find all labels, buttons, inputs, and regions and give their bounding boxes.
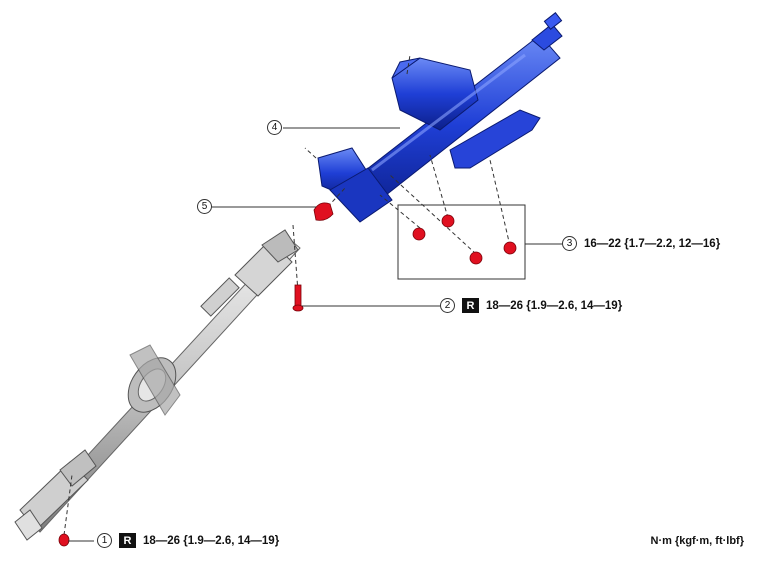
callout-4-number: 4 xyxy=(267,120,282,135)
nut-3b xyxy=(441,214,455,228)
steering-column xyxy=(317,12,563,223)
callout-1-reuse-badge: R xyxy=(119,533,136,548)
callout-2-reuse-badge: R xyxy=(462,298,479,313)
callout-2-number: 2 xyxy=(440,298,455,313)
callout-3: 3 16—22 {1.7—2.2, 12—16} xyxy=(562,236,720,251)
callout-1-number: 1 xyxy=(97,533,112,548)
bolt-1 xyxy=(58,533,70,547)
callout-2: 2 R 18—26 {1.9—2.6, 14—19} xyxy=(440,298,622,313)
callout-3-torque: 16—22 {1.7—2.2, 12—16} xyxy=(584,237,721,250)
callout-1: 1 R 18—26 {1.9—2.6, 14—19} xyxy=(97,533,279,548)
nut-3d xyxy=(503,241,517,255)
torque-units-label: N·m {kgf·m, ft·lbf} xyxy=(650,535,745,547)
callout-1-torque: 18—26 {1.9—2.6, 14—19} xyxy=(143,534,280,547)
intermediate-shaft xyxy=(14,229,301,541)
callout-5-number: 5 xyxy=(197,199,212,214)
callout-4: 4 xyxy=(267,120,282,135)
callout-2-torque: 18—26 {1.9—2.6, 14—19} xyxy=(486,299,623,312)
callout-3-number: 3 xyxy=(562,236,577,251)
nut-group-box xyxy=(397,204,526,280)
nut-3c xyxy=(469,251,483,265)
nut-5 xyxy=(313,202,334,221)
install-lines xyxy=(63,54,511,536)
leader-lines xyxy=(68,127,562,542)
bolt-2 xyxy=(292,284,304,312)
callout-5: 5 xyxy=(197,199,212,214)
nut-3a xyxy=(412,227,426,241)
